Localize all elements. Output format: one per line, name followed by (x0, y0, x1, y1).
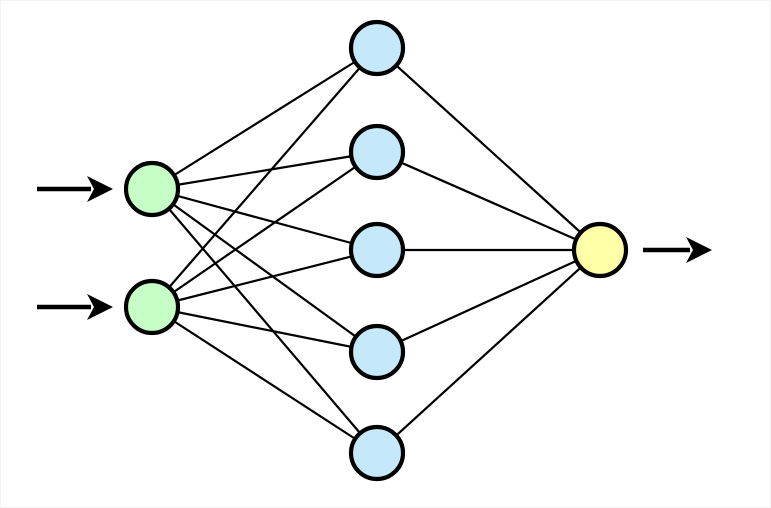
nn-node-i1[interactable] (123, 160, 181, 218)
input-arrow-top (37, 176, 113, 202)
nn-node-h4[interactable] (348, 323, 406, 381)
nn-node-h5[interactable] (348, 424, 406, 482)
nn-node-h1[interactable] (348, 19, 406, 77)
nn-edge-i1-h4 (150, 187, 379, 354)
nn-node-h3[interactable] (348, 221, 406, 279)
input-arrow-bottom (37, 294, 113, 320)
nn-edge-i2-h3 (150, 248, 379, 309)
nn-edge-h4-o1 (375, 248, 602, 354)
input-arrow-top-head-icon (87, 176, 113, 202)
nn-edge-h5-o1 (375, 248, 602, 455)
output-arrow (643, 237, 712, 263)
nn-edge-i1-h5 (150, 187, 379, 455)
nn-edge-i1-h2 (150, 150, 379, 191)
nn-edge-i1-h1 (150, 46, 379, 191)
nodes-group (123, 19, 629, 482)
input-arrow-bottom-head-icon (87, 294, 113, 320)
edges-group (150, 46, 602, 455)
output-arrow-head-icon (686, 237, 712, 263)
nn-edge-i2-h4 (150, 305, 379, 354)
nn-edge-h1-o1 (375, 46, 602, 252)
nn-edge-i2-h5 (150, 305, 379, 455)
nn-edge-h2-o1 (375, 150, 602, 252)
io-arrows-group (37, 176, 712, 320)
nn-node-h2[interactable] (348, 123, 406, 181)
nn-node-o1[interactable] (571, 221, 629, 279)
nn-node-i2[interactable] (123, 278, 181, 336)
nn-edge-i1-h3 (150, 187, 379, 252)
nn-edge-i2-h2 (150, 150, 379, 309)
nn-edge-i2-h1 (150, 46, 379, 309)
